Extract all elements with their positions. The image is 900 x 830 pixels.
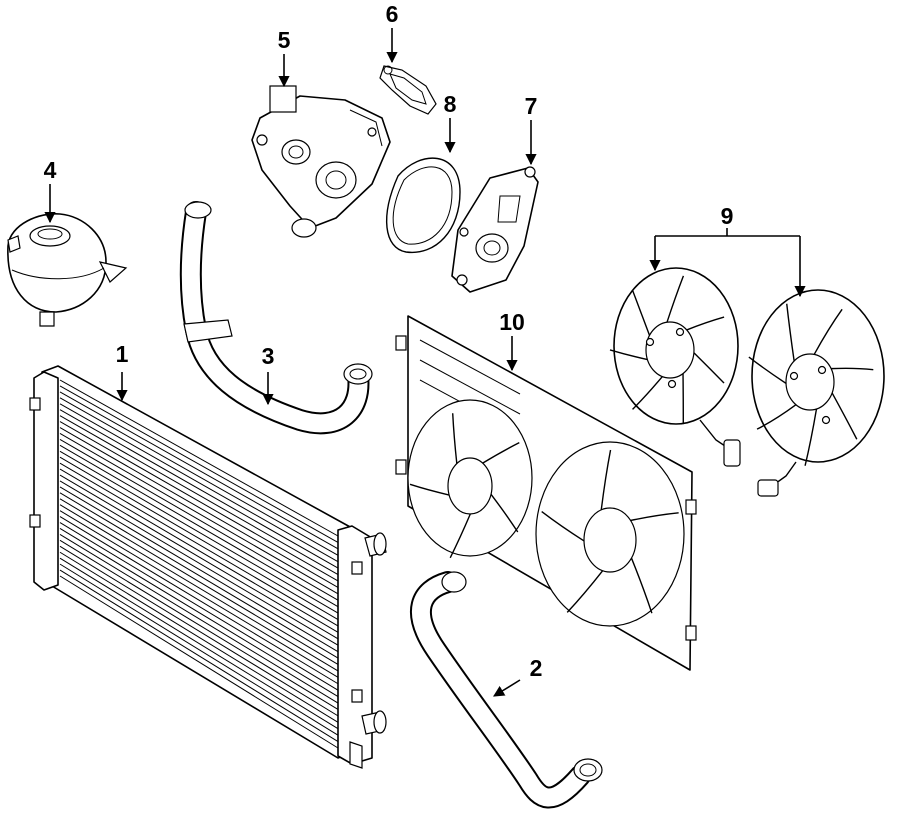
callout-3: 3	[262, 343, 275, 369]
lower-radiator-hose	[409, 571, 603, 809]
callout-9: 9	[721, 203, 734, 229]
cooling-fan-left	[609, 267, 741, 467]
callout-5: 5	[278, 27, 291, 53]
cooling-fans	[609, 267, 885, 497]
coolant-expansion-tank	[7, 213, 128, 327]
upper-radiator-hose	[179, 201, 373, 435]
radiator	[29, 365, 387, 769]
callout-8: 8	[444, 91, 457, 117]
callout-2: 2	[530, 655, 543, 681]
housing-gasket	[379, 65, 437, 115]
thermostat-housing	[251, 85, 391, 238]
fan-shroud	[395, 315, 697, 671]
callout-10: 10	[499, 309, 525, 335]
callout-6: 6	[386, 1, 399, 27]
cooling-fan-right	[748, 289, 885, 497]
callout-4: 4	[44, 157, 57, 183]
callout-7: 7	[525, 93, 538, 119]
water-pump	[451, 166, 539, 293]
callout-labels: 1 2 3 4 5 6 7 8 9 10	[44, 1, 734, 681]
callout-1: 1	[116, 341, 129, 367]
water-pump-o-ring	[386, 157, 461, 254]
leader-lines	[44, 28, 806, 697]
